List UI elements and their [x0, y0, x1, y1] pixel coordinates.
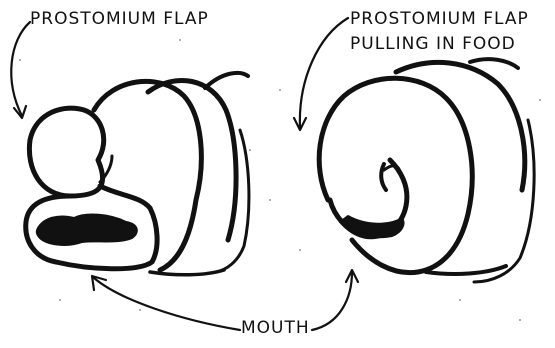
left-segment-rear [205, 73, 248, 88]
right-segment-rear [470, 59, 518, 68]
left-mouth-opening [37, 215, 137, 245]
arrow-left-flap [11, 22, 30, 116]
arrow-mouth-left [94, 278, 240, 330]
right-body-outline [319, 78, 472, 272]
right-mouth-opening [340, 216, 404, 237]
left-worm-head [26, 73, 249, 275]
right-worm-head [319, 59, 534, 282]
arrow-right-flap [300, 18, 348, 128]
background-stipple [19, 39, 541, 321]
right-lower-segment [426, 266, 506, 274]
left-prostomium-flap [29, 108, 103, 196]
label-prostomium-flap-right: PROSTOMIUM FLAP [350, 9, 529, 29]
label-mouth: MOUTH [241, 318, 310, 338]
label-pulling-in-food: PULLING IN FOOD [350, 34, 516, 54]
pointer-arrows [11, 18, 358, 330]
label-prostomium-flap-left: PROSTOMIUM FLAP [30, 9, 209, 29]
